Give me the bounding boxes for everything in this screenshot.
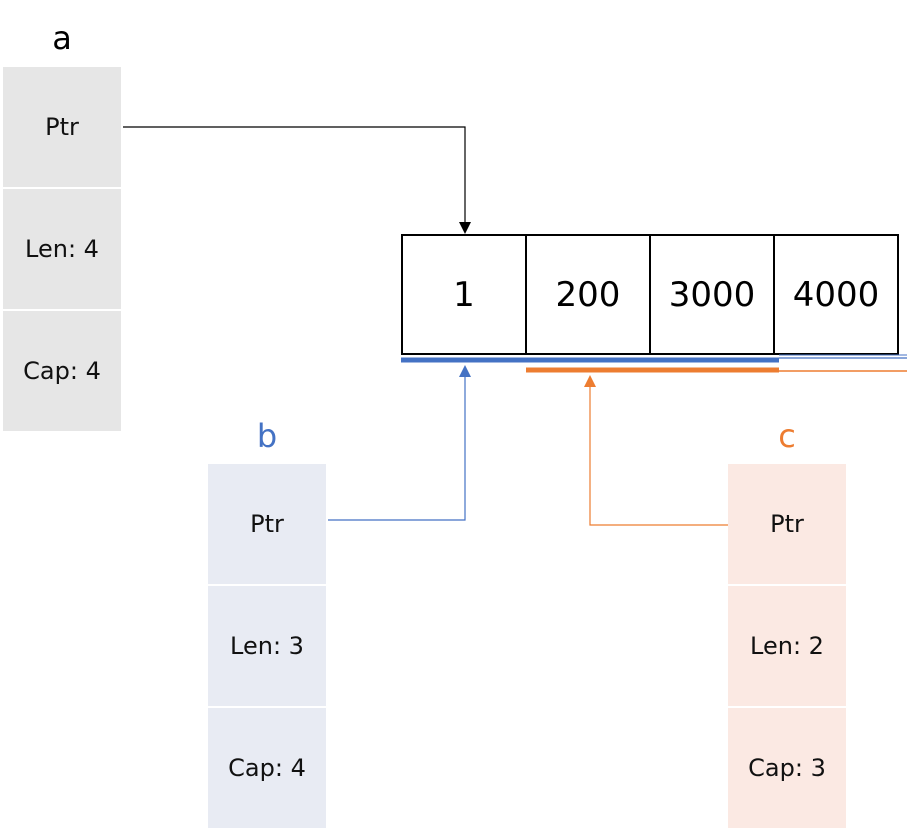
array-element: 3000 (649, 234, 775, 355)
field-cap: Cap: 4 (208, 708, 326, 828)
variable-a-label: a (52, 19, 72, 57)
field-cap: Cap: 4 (3, 311, 121, 431)
array-element: 200 (525, 234, 651, 355)
slice-header-a: Ptr Len: 4 Cap: 4 (3, 67, 121, 431)
arrowhead-c (584, 375, 596, 387)
field-ptr: Ptr (728, 464, 846, 584)
pointer-arrow-c (589, 386, 728, 526)
variable-b-label: b (256, 417, 278, 455)
array-element: 4000 (773, 234, 899, 355)
array-element: 1 (401, 234, 527, 355)
slice-header-b: Ptr Len: 3 Cap: 4 (208, 464, 326, 828)
slice-header-c: Ptr Len: 2 Cap: 3 (728, 464, 846, 828)
pointer-arrow-b (328, 375, 466, 521)
field-len: Len: 2 (728, 586, 846, 706)
variable-c-label: c (778, 417, 796, 455)
field-len: Len: 4 (3, 189, 121, 309)
field-len: Len: 3 (208, 586, 326, 706)
field-cap: Cap: 3 (728, 708, 846, 828)
field-ptr: Ptr (3, 67, 121, 187)
backing-array: 1 200 3000 4000 (401, 234, 899, 355)
field-ptr: Ptr (208, 464, 326, 584)
arrowhead-b (459, 365, 471, 377)
pointer-arrow-a (123, 126, 466, 224)
arrowhead-a (459, 222, 471, 234)
